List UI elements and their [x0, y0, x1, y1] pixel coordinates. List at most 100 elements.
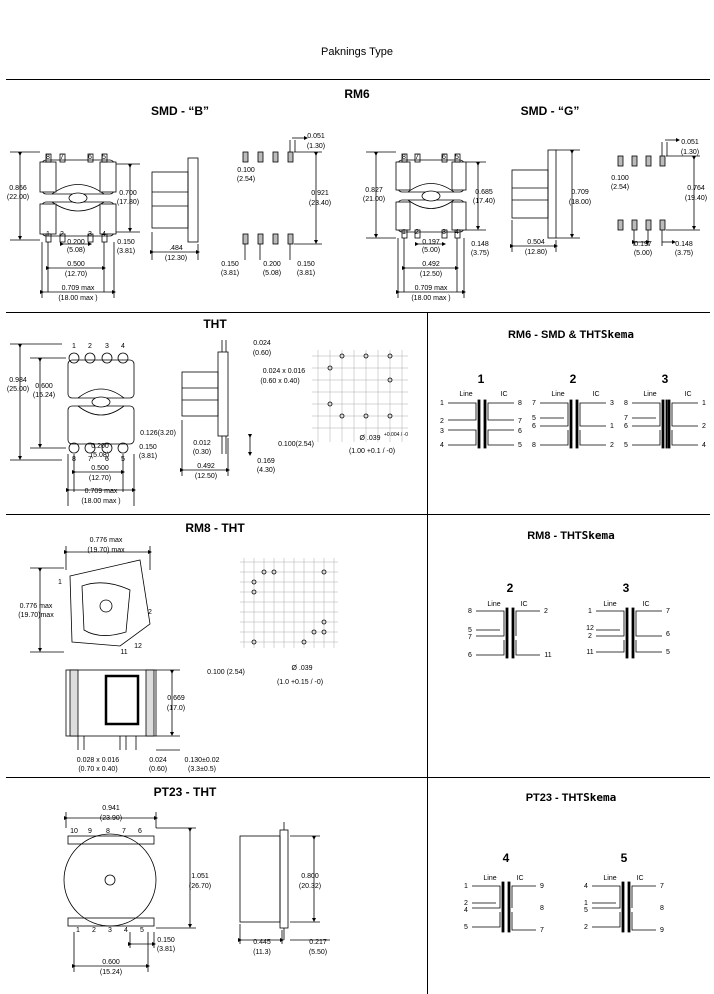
divider — [6, 312, 710, 313]
dim-label: (2.54) — [237, 176, 255, 183]
dim-label: 0.012 — [193, 440, 211, 447]
pin-label: 8 — [46, 154, 50, 161]
pin-label: 9 — [660, 927, 664, 934]
pin-label: 6 — [624, 423, 628, 430]
ic-label: IC — [521, 601, 528, 608]
divider — [6, 79, 710, 80]
pin-label: 5 — [102, 154, 106, 161]
dim-label: 0.709 max — [415, 285, 448, 292]
dim-label: (17.0) — [167, 705, 185, 712]
dim-label: 0.197 — [634, 241, 652, 248]
dim-label: (5.08) — [67, 247, 85, 254]
pin-label: 4 — [702, 442, 706, 449]
pin-label: 1 — [464, 883, 468, 890]
pin-label: 8 — [540, 905, 544, 912]
column-divider — [427, 312, 428, 994]
divider — [6, 777, 710, 778]
dim-label: 0.200 — [67, 239, 85, 246]
line-label: Line — [459, 391, 472, 398]
rm6-smd-b-title: SMD - “B” — [151, 104, 209, 118]
rm6-skema-title-b: Skema — [600, 328, 634, 341]
pin-label: 4 — [124, 927, 128, 934]
dim-label: 0.024 — [253, 340, 271, 347]
rm8-skema-title: RM8 - THTSkema — [428, 529, 714, 542]
dim-label: (3.81) — [297, 270, 315, 277]
dim-label: 1.051 — [191, 873, 209, 880]
pin-label: 8 — [72, 456, 76, 463]
pin-label: 5 — [666, 649, 670, 656]
diagram-number: 3 — [662, 372, 669, 386]
dim-label: 0.200 — [91, 443, 109, 450]
line-label: Line — [603, 601, 616, 608]
hole-mm-label: (1.0 +0.15 / -0) — [277, 679, 323, 686]
dim-label: (3.81) — [139, 453, 157, 460]
dim-label: 0.492 — [422, 261, 440, 268]
pin-label: 1 — [402, 229, 406, 236]
pin-label: 2 — [148, 609, 152, 616]
line-label: Line — [483, 875, 496, 882]
dim-label: 0.685 — [475, 189, 493, 196]
pin-label: 10 — [70, 828, 78, 835]
pin-label: 11 — [586, 649, 593, 656]
dim-label: 0.500 — [67, 261, 85, 268]
pin-label: 11 — [120, 649, 127, 656]
dim-label: (22.00) — [7, 194, 29, 201]
dim-label: 0.169 — [257, 458, 275, 465]
line-label: Line — [487, 601, 500, 608]
pin-label: 7 — [415, 154, 419, 161]
pin-label: 1 — [58, 579, 62, 586]
pin-label: 7 — [532, 400, 536, 407]
dim-label: (23.40) — [309, 200, 331, 207]
dim-label: 0.709 — [571, 189, 589, 196]
pin-label: 5 — [140, 927, 144, 934]
pin-label: 9 — [88, 828, 92, 835]
dim-label: 0.051 — [681, 139, 699, 146]
pin-label: 5 — [624, 442, 628, 449]
dim-label: (5.08) — [91, 452, 109, 459]
pin-label: 8 — [532, 442, 536, 449]
dim-label: (3.75) — [471, 250, 489, 257]
dim-label: (19.70)max — [18, 612, 54, 619]
pin-label: 4 — [440, 442, 444, 449]
dim-label: 0.669 — [167, 695, 185, 702]
pin-label: 6 — [105, 456, 109, 463]
pin-label: 3 — [610, 400, 614, 407]
dim-label: 0.776 max — [20, 603, 53, 610]
dim-label: (18.00 max ) — [411, 295, 450, 302]
pin-label: 1 — [76, 927, 80, 934]
pin-label: 2 — [610, 442, 614, 449]
pin-label: 1 — [440, 400, 444, 407]
pin-label: 7 — [518, 418, 522, 425]
dim-label: (11.3) — [253, 949, 271, 956]
rm6-skema-title-a: RM6 - SMD & THT — [507, 329, 601, 341]
rm6-skema-diagrams: 1 2 3 Line IC Line IC Line IC 1 2 3 4 8 … — [440, 372, 706, 449]
dim-label: 0.921 — [311, 190, 329, 197]
dim-label: (20.32) — [299, 883, 321, 890]
dim-label: 0.197 — [422, 239, 440, 246]
pt23-skema-title-b: Skema — [583, 791, 617, 804]
ic-label: IC — [593, 391, 600, 398]
dim-label: 0.764 — [687, 185, 705, 192]
pin-label: 8 — [518, 400, 522, 407]
dim-label: 0.150 — [139, 444, 157, 451]
dim-label: (3.75) — [675, 250, 693, 257]
pin-label: 3 — [108, 927, 112, 934]
pin-label: 7 — [60, 154, 64, 161]
dim-label: 0.200 — [263, 261, 281, 268]
dim-label: (5.00) — [422, 247, 440, 254]
dim-label: (26.70) — [189, 883, 211, 890]
line-label: Line — [551, 391, 564, 398]
pin-label: 1 — [584, 900, 588, 907]
dim-label: (1.30) — [681, 149, 699, 156]
ic-label: IC — [501, 391, 508, 398]
dim-label: (12.30) — [165, 255, 187, 262]
rm8-skema-diagrams: 2 3 Line IC Line IC 8 5 7 6 2 11 1 12 2 … — [468, 581, 670, 659]
pin-label: 7 — [624, 415, 628, 422]
dim-label: 0.150 — [117, 239, 135, 246]
dim-label: 0.024 x 0.016 — [263, 368, 306, 375]
dim-label: 0.800 — [301, 873, 319, 880]
dim-label: (15.24) — [100, 969, 122, 976]
diagram-number: 2 — [570, 372, 577, 386]
rm8-title: RM8 - THT — [185, 521, 245, 535]
pin-label: 2 — [584, 924, 588, 931]
